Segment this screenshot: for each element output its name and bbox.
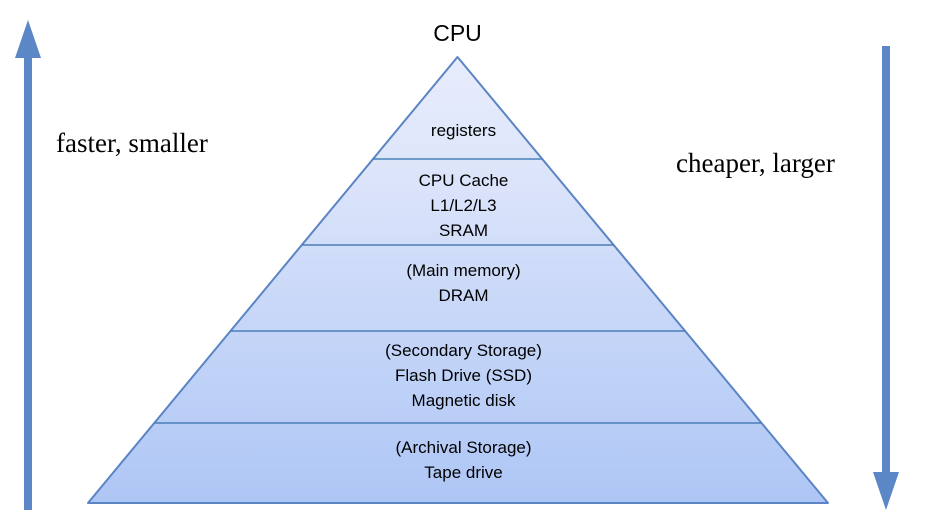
cpu-caption: CPU [0,20,927,47]
arrow-down-head [873,472,899,510]
arrow-up-head [15,20,41,58]
arrow-up-shaft [24,56,32,510]
pyramid-body [87,56,829,504]
cheaper-larger-label: cheaper, larger [676,148,835,178]
cpu-caption-text: CPU [433,20,482,46]
arrow-down-shaft [882,46,890,474]
faster-smaller-label: faster, smaller [56,128,208,158]
cheaper-larger-arrow [873,46,899,510]
faster-smaller-arrow [15,20,41,510]
